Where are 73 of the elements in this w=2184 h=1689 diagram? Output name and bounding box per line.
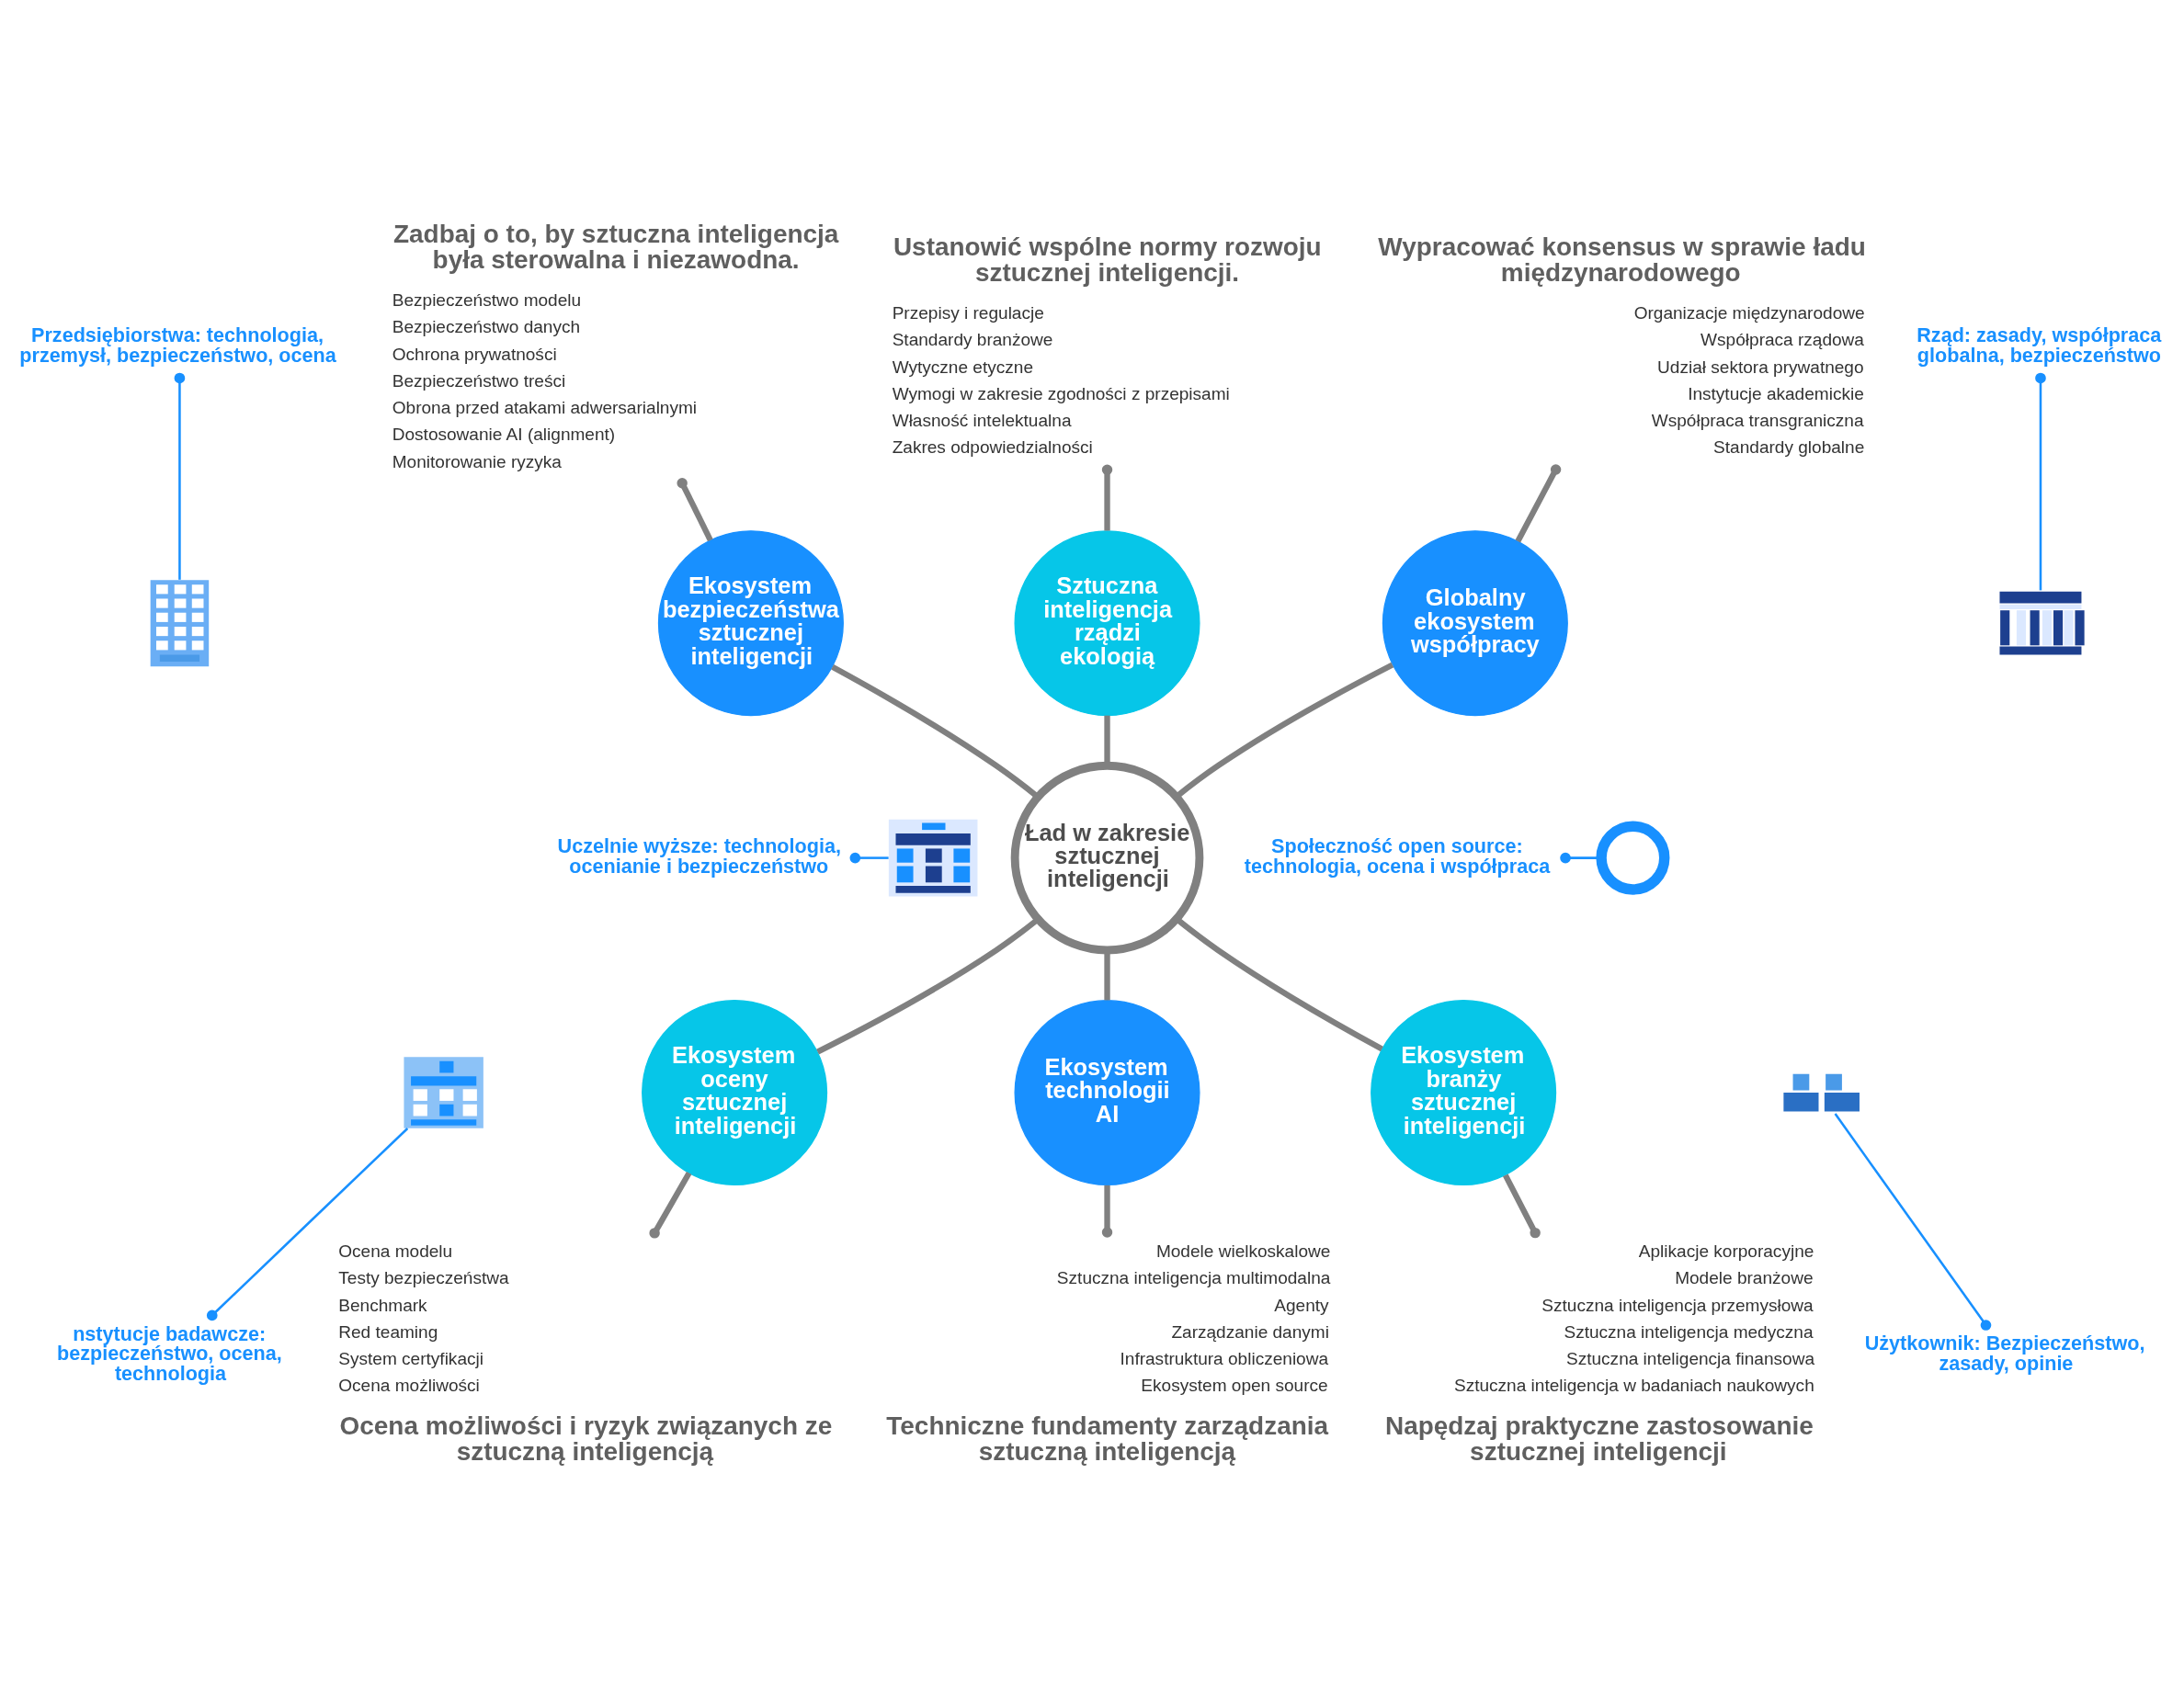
node-label: Sztuczna inteligencja w badaniach naukowych [1453,1376,1814,1396]
node-text: nstytucje badawcze: bezpieczeństwo, ocena, technologia [56,1321,282,1385]
node-label: Agenty [1274,1295,1329,1315]
connector [1101,464,1113,531]
node-label: Własność intelektualna [892,411,1072,431]
node-label: Sztuczna inteligencja przemysłowa [1541,1295,1814,1315]
node-picture [888,819,978,897]
node-label: Dostosowanie AI (alignment) [392,425,616,445]
node-label: Wymogi w zakresie zgodności z przepisami [892,383,1230,403]
node-label: Red teaming [338,1321,438,1342]
node-circle: Ekosystem oceny sztucznej inteligencji [642,1000,828,1186]
connector [849,852,889,864]
node-label: Modele branżowe [1675,1268,1814,1288]
node-label: Wytyczne etyczne [892,357,1034,377]
node-label: Instytucje akademickie [1688,383,1864,403]
node-label: Udział sektora prywatnego [1657,357,1864,377]
node-circle: Globalny ekosystem współpracy [1382,530,1568,717]
node-label: Bezpieczeństwo treści [392,370,566,391]
connector [677,478,713,542]
node-text: Przedsiębiorstwa: technologia, przemysł, bezpieczeństwo, ocena [19,323,336,367]
node-text: Napędzaj praktyczne zastosowanie sztucznej inteligencji [1384,1411,1814,1466]
node-label: Testy bezpieczeństwa [338,1268,509,1288]
connector [1502,1173,1541,1239]
node-circle: Ekosystem bezpieczeństwa sztucznej inteligencji [657,530,844,717]
connector [1560,852,1599,864]
node-picture [150,580,210,667]
node-label: Infrastruktura obliczeniowa [1120,1349,1329,1369]
node-text: Rząd: zasady, współpraca globalna, bezpieczeństwo [1917,323,2162,367]
node-label: Obrona przed atakami adwersarialnymi [392,398,698,418]
node-circle: Ład w zakresie sztucznej inteligencji [1010,761,1204,955]
node-label: Monitorowanie ryzyka [392,451,562,471]
node-label: Bezpieczeństwo modelu [392,290,582,311]
node-picture [1596,821,1670,895]
connector [649,1171,692,1239]
connector [1515,464,1562,543]
node-label: Benchmark [338,1295,427,1315]
node-text: Uczelnie wyższe: technologia, ocenianie i bezpieczeństwo [557,834,841,878]
connector [206,1128,409,1321]
node-text: Ustanowić wspólne normy rozwoju sztucznej inteligencji. [893,232,1322,287]
connector [174,372,186,580]
node-label: Standardy globalne [1713,437,1865,458]
node-label: Organizacje międzynarodowe [1633,303,1865,323]
node-text: Techniczne fundamenty zarządzania sztuczną inteligencją [886,1411,1329,1466]
node-label: Sztuczna inteligencja medyczna [1564,1321,1814,1342]
node-text: Wypracować konsensus w sprawie ładu międzynarodowego [1378,232,1866,287]
node-label: Ocena modelu [338,1241,453,1262]
connector [831,664,1040,799]
node-label: Współpraca rządowa [1701,330,1864,350]
node-text: Ocena możliwości i ryzyk związanych ze sztuczną inteligencją [339,1411,833,1466]
node-label: System certyfikacji [338,1349,483,1369]
node-circle: Ekosystem technologii AI [1014,1000,1200,1186]
node-label: Bezpieczeństwo danych [392,317,581,337]
connector [1834,1113,1992,1331]
node-text: Zadbaj o to, by sztuczna inteligencja była sterowalna i niezawodna. [393,219,839,274]
node-text: Użytkownik: Bezpieczeństwo, zasady, opinie [1864,1332,2145,1376]
node-label: Modele wielkoskalowe [1155,1241,1331,1262]
node-label: Współpraca transgraniczna [1651,411,1864,431]
node-label: Standardy branżowe [892,330,1053,350]
node-label: Aplikacje korporacyjne [1638,1241,1814,1262]
node-label: Ochrona prywatności [392,344,557,364]
node-text: Społeczność open source: technologia, ocena i współpraca [1244,834,1551,878]
node-circle: Ekosystem branży sztucznej inteligencji [1371,1000,1557,1186]
connector [1101,1185,1113,1238]
node-label: Sztuczna inteligencja finansowa [1565,1349,1814,1369]
node-label: Ekosystem open source [1141,1376,1328,1396]
node-circle: Sztuczna inteligencja rządzi ekologią [1014,530,1200,717]
connector [2035,372,2046,591]
node-label: Ocena możliwości [338,1376,480,1396]
node-label: Zakres odpowiedzialności [892,437,1093,458]
node-label: Sztuczna inteligencja multimodalna [1056,1268,1331,1288]
node-label: Zarządzanie danymi [1171,1321,1329,1342]
connector [1175,916,1383,1052]
node-label: Przepisy i regulacje [892,303,1044,323]
